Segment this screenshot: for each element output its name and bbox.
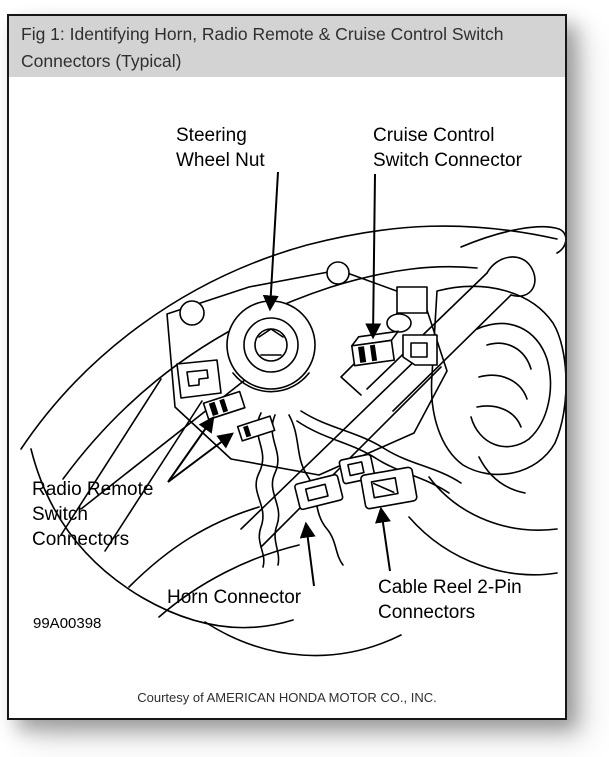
leader-cruise-connector	[365, 173, 382, 340]
label-cable-reel-2pin-connectors: Cable Reel 2-Pin Connectors	[378, 577, 522, 623]
leader-radio-remote-2	[167, 432, 234, 483]
leader-steering-wheel-nut	[262, 171, 279, 312]
label-cruise-control-switch-connector: Cruise Control Switch Connector	[373, 125, 522, 171]
radio-remote-connector-boxes	[202, 390, 276, 442]
cruise-connector-bracket	[402, 334, 438, 366]
harness-wire-top	[460, 225, 565, 254]
label-horn-connector: Horn Connector	[167, 587, 302, 608]
cruise-connector-box	[351, 330, 400, 367]
cable-reel-connector-boxes	[338, 453, 418, 510]
wheel-rim	[20, 225, 558, 657]
left-connector-bracket	[176, 359, 222, 399]
combination-switch-body	[396, 285, 565, 576]
cable-reel-hub	[226, 300, 316, 393]
figure-panel: Fig 1: Identifying Horn, Radio Remote & …	[7, 14, 567, 720]
wire-harness	[255, 410, 462, 568]
courtesy-line: Courtesy of AMERICAN HONDA MOTOR CO., IN…	[137, 690, 437, 705]
label-radio-remote-switch-connectors: Radio Remote Switch Connectors	[32, 479, 154, 550]
steering-wheel-diagram	[20, 171, 565, 657]
label-steering-wheel-nut: Steering Wheel Nut	[176, 125, 265, 171]
leader-arrows	[167, 171, 391, 587]
figure-code: 99A00398	[33, 615, 102, 632]
diagram-area: Steering Wheel Nut Cruise Control Switch…	[9, 77, 565, 677]
leader-cable-reel	[375, 506, 391, 572]
figure-caption-bar: Fig 1: Identifying Horn, Radio Remote & …	[9, 16, 565, 77]
leader-horn-connector	[299, 521, 316, 587]
leader-radio-remote-1	[167, 416, 215, 483]
figure-caption: Fig 1: Identifying Horn, Radio Remote & …	[21, 24, 504, 71]
horn-connector-box	[294, 473, 344, 511]
